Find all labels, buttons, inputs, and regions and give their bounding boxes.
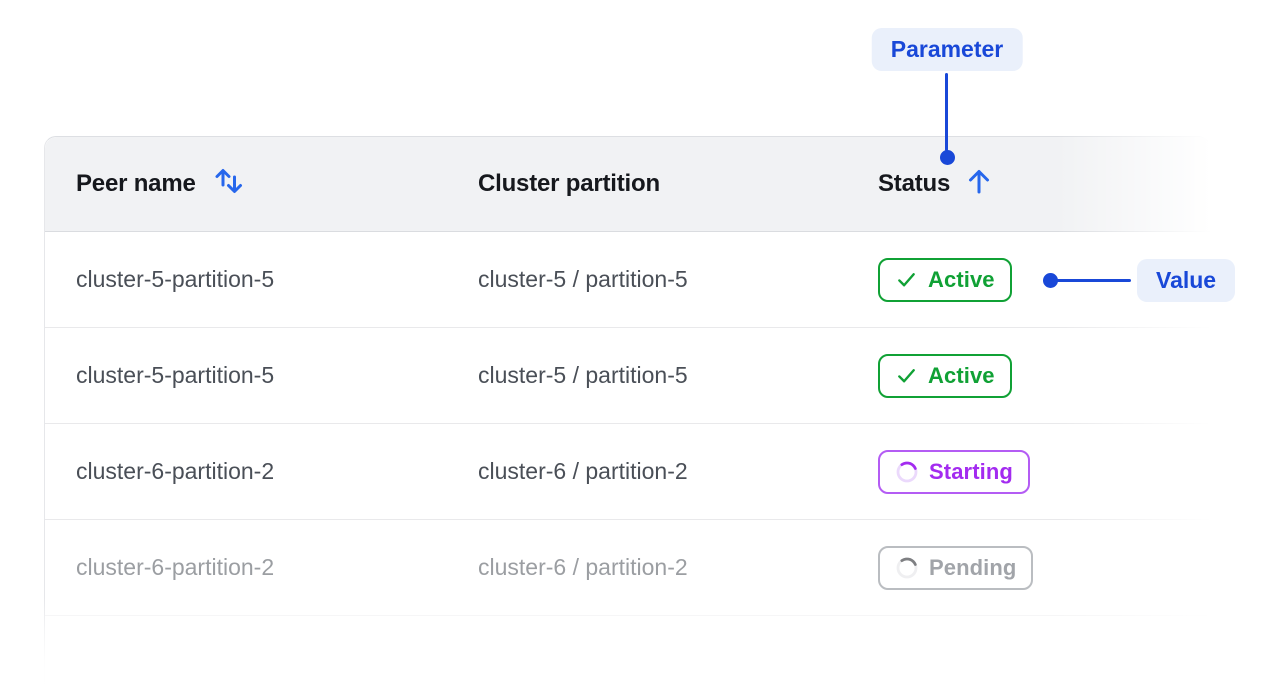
peer-name-cell: cluster-6-partition-2 xyxy=(76,554,275,580)
status-badge-label: Pending xyxy=(929,554,1017,580)
cluster-partition-cell: cluster-6 / partition-2 xyxy=(478,458,688,484)
value-connector-dot xyxy=(1043,273,1058,288)
column-header-status[interactable]: Status xyxy=(878,166,1210,203)
sort-up-down-icon[interactable] xyxy=(212,164,245,205)
parameter-connector-dot xyxy=(940,150,955,165)
status-badge-label: Active xyxy=(928,266,995,292)
column-header-peer-name[interactable]: Peer name xyxy=(45,164,478,205)
value-connector-line xyxy=(1051,279,1131,282)
peer-name-cell: cluster-6-partition-2 xyxy=(76,458,275,484)
spinner-icon xyxy=(895,460,919,484)
value-annotation-label: Value xyxy=(1137,259,1236,302)
status-badge-starting: Starting xyxy=(878,449,1030,494)
cluster-partition-cell: cluster-6 / partition-2 xyxy=(478,554,688,580)
parameter-annotation-label: Parameter xyxy=(871,28,1023,71)
peer-name-header-label: Peer name xyxy=(76,170,196,197)
table-header-row: Peer name Cluster partition Status xyxy=(45,137,1210,232)
status-badge-label: Starting xyxy=(929,458,1013,484)
status-badge-active: Active xyxy=(878,257,1012,302)
check-icon xyxy=(895,268,918,291)
status-badge-pending: Pending xyxy=(878,545,1034,590)
table-row: cluster-5-partition-5 cluster-5 / partit… xyxy=(45,232,1210,328)
spinner-icon xyxy=(895,556,919,580)
check-icon xyxy=(895,364,918,387)
peers-table: Peer name Cluster partition Status clust… xyxy=(44,136,1210,688)
status-badge-active: Active xyxy=(878,353,1012,398)
parameter-connector-line xyxy=(945,73,948,151)
table-row: cluster-5-partition-5 cluster-5 / partit… xyxy=(45,328,1210,424)
sort-ascending-icon[interactable] xyxy=(966,166,992,203)
column-header-cluster-partition[interactable]: Cluster partition xyxy=(478,170,878,198)
cluster-partition-cell: cluster-5 / partition-5 xyxy=(478,266,688,292)
status-header-label: Status xyxy=(878,170,951,197)
cluster-partition-cell: cluster-5 / partition-5 xyxy=(478,362,688,388)
peer-name-cell: cluster-5-partition-5 xyxy=(76,362,275,388)
table-row: cluster-6-partition-2 cluster-6 / partit… xyxy=(45,520,1210,616)
table-row: cluster-6-partition-2 cluster-6 / partit… xyxy=(45,424,1210,520)
peer-name-cell: cluster-5-partition-5 xyxy=(76,266,275,292)
cluster-partition-header-label: Cluster partition xyxy=(478,170,660,197)
table-row-partial xyxy=(45,616,1210,688)
status-badge-label: Active xyxy=(928,362,995,388)
